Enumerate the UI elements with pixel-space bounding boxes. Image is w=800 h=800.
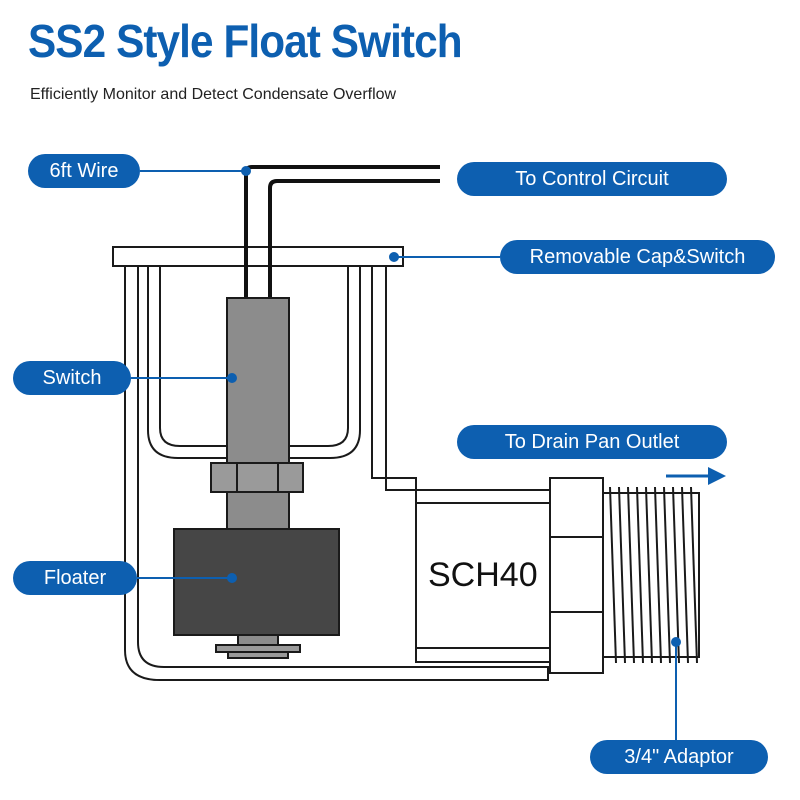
flow-arrow-head [708, 467, 726, 485]
cap-callout-dot [389, 252, 399, 262]
housing-outer-wall [124, 265, 549, 681]
switch-stem [226, 491, 290, 531]
drain-outlet-label: To Drain Pan Outlet [457, 425, 727, 459]
cap-switch-label: Removable Cap&Switch [500, 240, 775, 274]
wire-label: 6ft Wire [28, 154, 140, 188]
wire-2 [268, 179, 440, 298]
control-circuit-label: To Control Circuit [457, 162, 727, 196]
washer-bottom [227, 651, 289, 659]
adaptor-label: 3/4" Adaptor [590, 740, 768, 774]
page-title: SS2 Style Float Switch [28, 15, 463, 67]
removable-cap [112, 246, 404, 267]
adaptor-hex [549, 477, 604, 674]
stem-bottom [237, 634, 279, 646]
switch-label: Switch [13, 361, 131, 395]
floater-body [173, 528, 340, 636]
hex-nut [210, 462, 304, 493]
wire-1 [244, 165, 440, 298]
switch-callout-dot [227, 373, 237, 383]
wire-callout-dot [241, 166, 251, 176]
adaptor-threads [609, 486, 698, 664]
washer [215, 644, 301, 653]
sch40-label: SCH40 [428, 556, 538, 594]
page-subtitle: Efficiently Monitor and Detect Condensat… [30, 86, 397, 103]
floater-callout-dot [227, 573, 237, 583]
switch-body [226, 297, 290, 464]
adaptor-callout-dot [671, 637, 681, 647]
floater-label: Floater [13, 561, 137, 595]
housing-right-wall [371, 266, 417, 491]
